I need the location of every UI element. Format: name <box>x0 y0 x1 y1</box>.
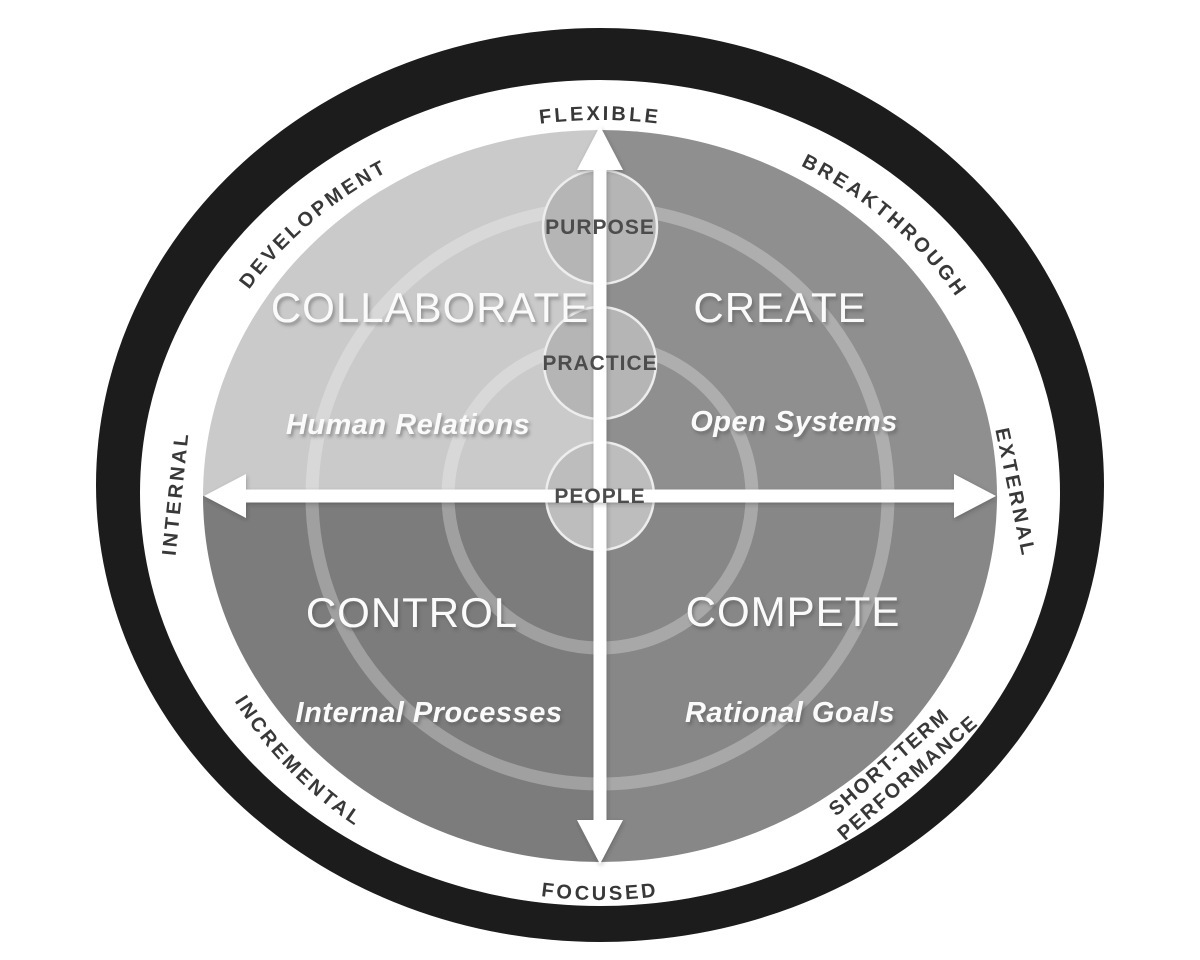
practice-label: PRACTICE <box>542 352 657 375</box>
flexible-label-text: FLEXIBLE <box>538 103 659 129</box>
quadrant-collaborate <box>203 130 600 496</box>
quadrant-control <box>203 496 600 862</box>
compete-label: COMPETE <box>686 588 901 635</box>
create-label: CREATE <box>693 284 866 331</box>
focused-label: FOCUSED <box>540 879 659 905</box>
internal-processes-label: Internal Processes <box>296 697 563 729</box>
horizontal-axis-arrow <box>204 474 996 518</box>
collaborate-label: COLLABORATE <box>271 284 589 331</box>
rational-goals-label: Rational Goals <box>685 697 895 729</box>
focused-label-text: FOCUSED <box>540 879 656 905</box>
quadrant-create <box>600 130 997 496</box>
purpose-label: PURPOSE <box>545 216 655 239</box>
control-label: CONTROL <box>306 589 518 636</box>
human-relations-label: Human Relations <box>286 409 530 441</box>
open-systems-label: Open Systems <box>690 406 897 438</box>
people-label: PEOPLE <box>554 485 645 508</box>
quadrant-compete <box>600 496 997 862</box>
flexible-label: FLEXIBLE <box>538 103 662 129</box>
